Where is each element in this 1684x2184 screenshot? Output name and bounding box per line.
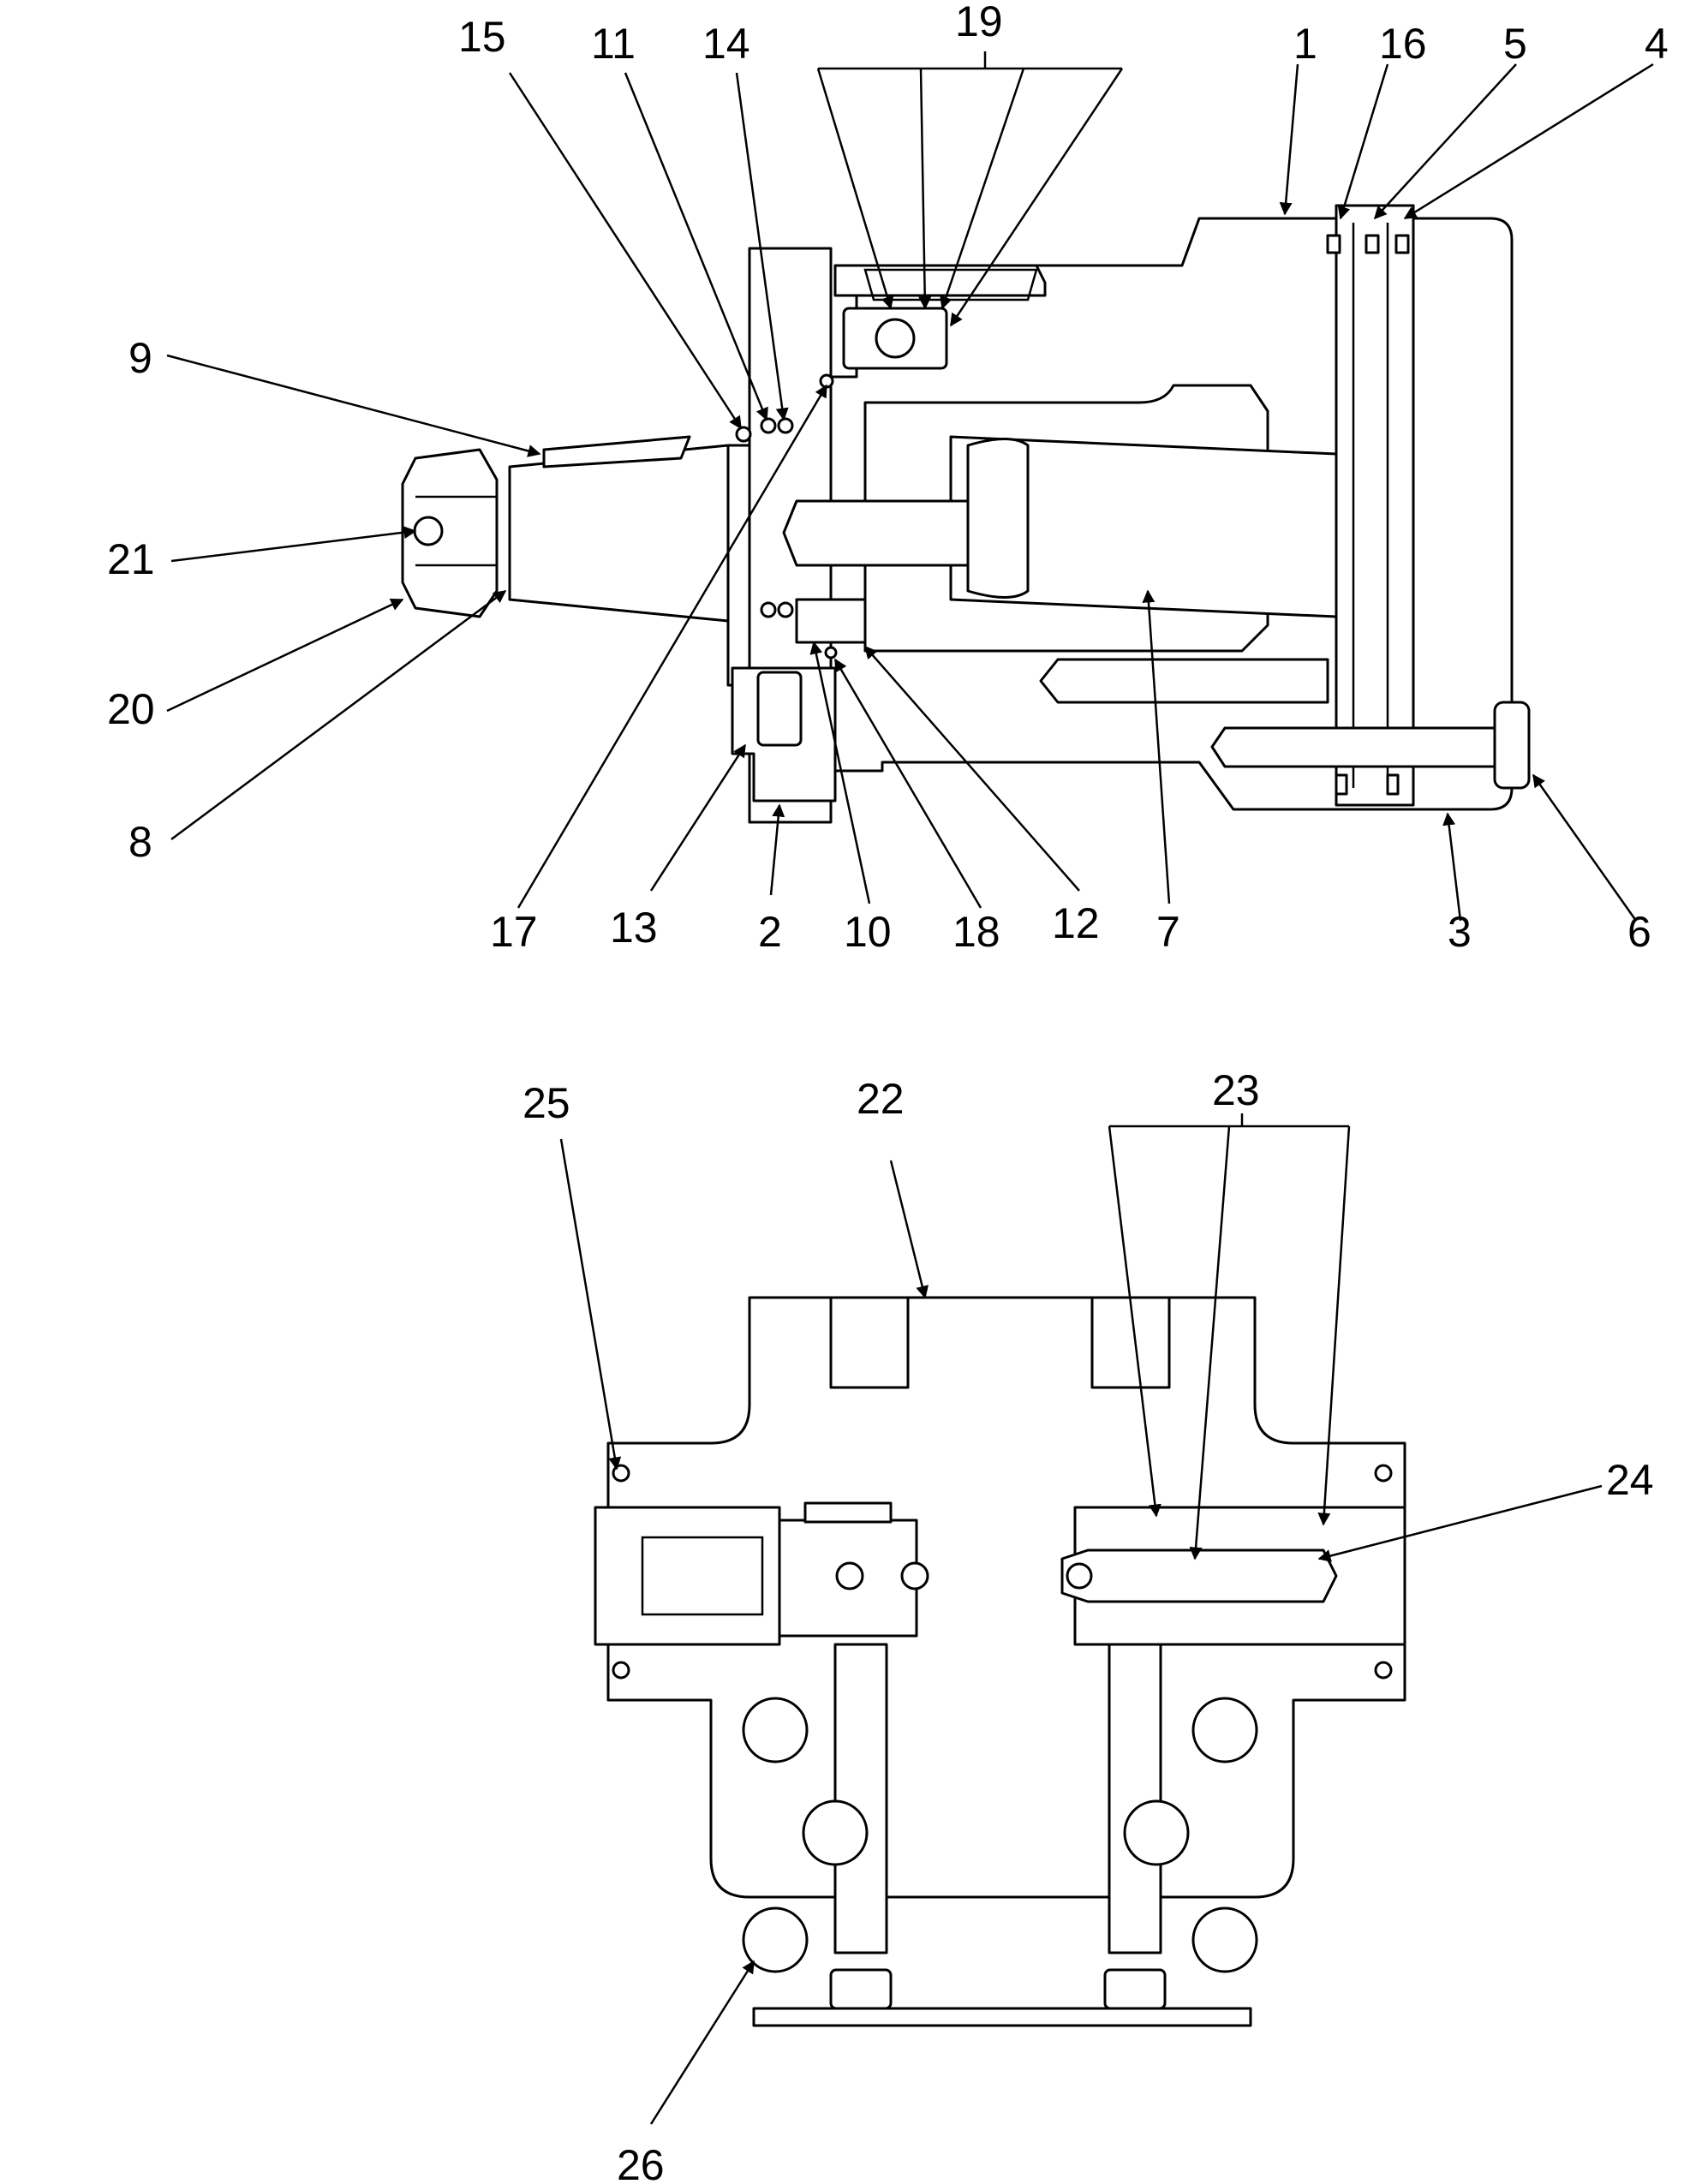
valve-ball: [875, 318, 916, 359]
callout-20: 20: [107, 685, 155, 733]
shaft-center: [782, 499, 970, 567]
leader-lines: [166, 51, 1654, 2125]
spool-channel-left: [829, 1296, 910, 1389]
seal-right-bottom: [1374, 1661, 1393, 1680]
ring-10: [795, 598, 867, 644]
hole-5: [1123, 1799, 1190, 1866]
port-left-b: [900, 1561, 929, 1590]
coupling-nut: [401, 448, 499, 618]
spool-channel-right: [1090, 1296, 1171, 1389]
callout-19: 19: [955, 0, 1003, 45]
plug-left: [829, 1968, 893, 2010]
valve-cap: [863, 268, 1038, 301]
piston-head: [966, 438, 1030, 599]
seal-right-top: [1374, 1464, 1393, 1483]
cover-inner: [1352, 223, 1389, 788]
seal-4: [1394, 234, 1410, 254]
center-cap-left: [803, 1501, 893, 1524]
hole-3: [742, 1907, 809, 1973]
seal-5: [1365, 234, 1380, 254]
left-spool-bore: [594, 1506, 781, 1646]
callout-labels: 15 11 14 19 1 16 5 4 9 21 20 8 17 13 2 1…: [107, 0, 1669, 2184]
callout-8: 8: [128, 818, 152, 866]
seal-lower-a: [1335, 773, 1348, 796]
upper-pump-view: [401, 204, 1531, 824]
nut-detail: [415, 495, 497, 567]
callout-13: 13: [610, 904, 658, 952]
callout-24: 24: [1606, 1456, 1654, 1504]
callout-9: 9: [128, 334, 152, 382]
callout-15: 15: [458, 13, 506, 61]
top-boss: [833, 264, 1047, 297]
seal-14: [777, 417, 794, 434]
oring-18: [824, 646, 838, 659]
seal-lower-14: [777, 601, 794, 618]
callout-4: 4: [1645, 20, 1669, 68]
callout-3: 3: [1448, 908, 1472, 956]
callout-17: 17: [490, 908, 538, 956]
callout-7: 7: [1156, 908, 1180, 956]
base-plate: [752, 2007, 1252, 2027]
seal-25-bottom: [612, 1661, 630, 1680]
callout-14: 14: [702, 20, 750, 68]
callout-21: 21: [107, 535, 155, 583]
plug-13: [756, 671, 803, 747]
port-left-a: [835, 1561, 864, 1590]
callout-25: 25: [523, 1079, 570, 1127]
right-spool-23: [1060, 1548, 1338, 1603]
lower-valve-view: [594, 1296, 1406, 2027]
side-bolt: [1210, 726, 1496, 768]
callout-6: 6: [1627, 908, 1651, 956]
bore-right: [1108, 1643, 1162, 1954]
hole-1: [742, 1697, 809, 1763]
drive-shaft: [508, 444, 730, 623]
callout-18: 18: [952, 908, 1000, 956]
seal-lower-b: [1386, 773, 1400, 796]
callout-11: 11: [591, 20, 636, 68]
bolt-head: [1493, 701, 1531, 790]
callout-22: 22: [857, 1075, 905, 1123]
hole-6: [1191, 1907, 1258, 1973]
seal-lower-11: [760, 601, 777, 618]
callout-12: 12: [1052, 899, 1100, 947]
bore-left: [833, 1643, 888, 1954]
seal-11: [760, 417, 777, 434]
callout-10: 10: [844, 908, 892, 956]
callout-16: 16: [1379, 20, 1427, 68]
callout-2: 2: [758, 908, 782, 956]
oring-17: [819, 373, 834, 389]
left-spool-inner: [641, 1536, 764, 1616]
callout-26: 26: [617, 2141, 665, 2184]
hole-4: [1191, 1697, 1258, 1763]
seal-15: [735, 426, 752, 443]
shaft-key-9: [542, 435, 691, 468]
callout-23: 23: [1212, 1066, 1260, 1114]
lower-bolt: [1039, 658, 1329, 704]
plug-right: [1103, 1968, 1167, 2010]
hole-2: [802, 1799, 869, 1866]
seal-16: [1326, 234, 1341, 254]
callout-5: 5: [1503, 20, 1527, 68]
nut-pin-21: [413, 516, 444, 546]
callout-1: 1: [1293, 20, 1317, 68]
right-spool-end: [1066, 1562, 1093, 1590]
end-cover: [1335, 204, 1415, 807]
